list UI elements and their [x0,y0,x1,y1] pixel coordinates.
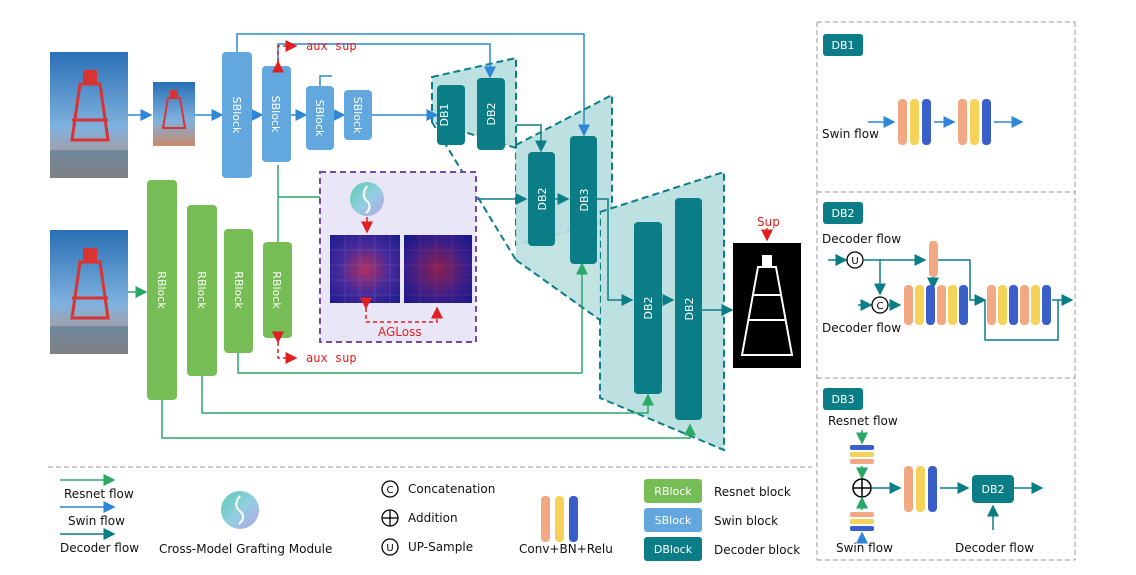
legend-resnet-flow: Resnet flow [64,487,134,501]
db2-label-2: DB2 [536,187,549,210]
db3-swin-flow-label: Swin flow [836,541,893,555]
sblock-2 [262,66,291,162]
sblock-1 [222,52,252,178]
legend-dblock-tag [644,537,702,561]
legend-rblock-desc: Resnet block [714,485,791,499]
db1-swin-flow-label: Swin flow [822,127,879,141]
rblock-4-label: RBlock [270,271,283,309]
db3-resnet-flow-label: Resnet flow [828,414,898,428]
db2-block-4 [675,198,702,420]
svg-text:DBlock: DBlock [654,543,693,556]
db1-panel-tag [823,34,863,56]
db2-decoder-flow-bottom: Decoder flow [822,321,901,335]
sblock-2-label: SBlock [269,96,282,133]
db2-block-3 [634,222,662,394]
rblock-2 [187,205,217,376]
grafting-module-icon [350,182,384,216]
svg-text:U: U [851,256,858,267]
sblock-4-label: SBlock [351,97,364,134]
svg-text:C: C [877,301,884,312]
db2-label-3: DB2 [642,296,655,319]
db3-decoder-flow-label: Decoder flow [955,541,1034,555]
aux-sup-top: aux sup [306,39,357,53]
rblock-3 [224,229,253,353]
db2-label-4: DB2 [683,297,696,320]
rblock-1-label: RBlock [155,271,168,309]
input-image-large [50,52,128,178]
db1-label: DB1 [438,103,451,126]
svg-text:SBlock: SBlock [655,514,692,527]
rblock-2-label: RBlock [195,271,208,309]
db2-panel-tag [823,202,863,224]
db2-block-1 [477,78,505,150]
legend-addition: Addition [408,511,458,525]
svg-text:DB2: DB2 [981,483,1004,496]
db2-decoder-flow-top: Decoder flow [822,232,901,246]
sblock-4 [344,90,372,140]
legend-concatenation: Concatenation [408,482,495,496]
rblock-1 [147,180,177,400]
svg-text:U: U [386,543,393,554]
rblock-3-label: RBlock [232,271,245,309]
db3-panel-tag [823,388,863,410]
legend-swin-flow: Swin flow [68,514,125,528]
db2-block-2 [528,152,555,246]
input-image-bottom [50,230,128,354]
svg-text:DB2: DB2 [831,207,854,220]
legend-conv: Conv+BN+Relu [519,542,613,556]
svg-text:RBlock: RBlock [654,485,692,498]
sup-label: Sup [757,215,780,229]
sblock-3 [306,86,334,150]
aux-sup-bottom: aux sup [306,351,357,365]
db3-block [570,136,597,264]
legend-sblock-desc: Swin block [714,514,778,528]
rblock-4 [263,242,292,338]
svg-text:DB1: DB1 [831,39,854,52]
sblock-3-label: SBlock [313,100,326,137]
db3-label: DB3 [578,188,591,211]
svg-text:DB3: DB3 [831,393,854,406]
legend-decoder-flow: Decoder flow [60,541,139,555]
db2-label-1: DB2 [485,102,498,125]
svg-text:C: C [387,485,394,496]
db3-inner-db2 [972,475,1014,503]
attention-map-1 [330,235,400,303]
legend-dblock-desc: Decoder block [714,543,800,557]
legend-rblock-tag [644,479,702,503]
legend-sblock-tag [644,508,702,532]
legend-grafting-module: Cross-Model Grafting Module [159,542,332,556]
db1-block [437,85,465,145]
legend-upsample: UP-Sample [408,540,473,554]
input-image-small [153,82,195,146]
agloss-label: AGLoss [378,325,422,339]
attention-map-2 [404,235,472,303]
sblock-1-label: SBlock [230,97,243,134]
